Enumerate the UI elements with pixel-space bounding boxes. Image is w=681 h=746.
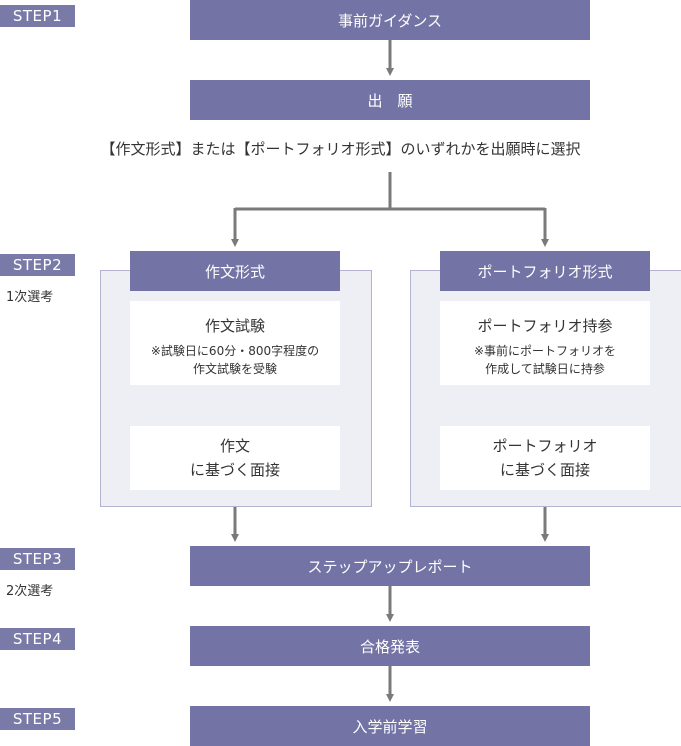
portfolio-header-label: ポートフォリオ形式 xyxy=(477,262,613,281)
essay-test-box: 作文試験 ※試験日に60分・800字程度の 作文試験を受験 xyxy=(130,301,340,385)
essay-test-title: 作文試験 xyxy=(204,317,265,335)
step3-badge: STEP3 xyxy=(0,548,75,570)
step2-subtitle: 1次選考 xyxy=(6,290,54,305)
portfolio-bring-title: ポートフォリオ持参 xyxy=(477,317,613,335)
essay-header: 作文形式 xyxy=(130,251,340,291)
report-box: ステップアップレポート xyxy=(190,546,590,586)
step2-badge: STEP2 xyxy=(0,254,75,276)
step4-badge: STEP4 xyxy=(0,628,75,650)
enrollment-box: 入学前学習 xyxy=(190,706,590,746)
selection-note: 【作文形式】または【ポートフォリオ形式】のいずれかを出願時に選択 xyxy=(100,140,581,158)
portfolio-bring-description: ※事前にポートフォリオを 作成して試験日に持参 xyxy=(473,344,617,376)
enrollment-label: 入学前学習 xyxy=(352,717,428,736)
portfolio-header: ポートフォリオ形式 xyxy=(440,251,650,291)
result-label: 合格発表 xyxy=(359,637,420,656)
guidance-box: 事前ガイダンス xyxy=(190,0,590,40)
application-box: 出 願 xyxy=(190,80,590,120)
essay-header-label: 作文形式 xyxy=(204,262,265,281)
step5-badge: STEP5 xyxy=(0,708,75,730)
portfolio-interview-label: ポートフォリオ に基づく面接 xyxy=(492,437,598,479)
essay-interview-label: 作文 に基づく面接 xyxy=(189,437,280,479)
essay-test-description: ※試験日に60分・800字程度の 作文試験を受験 xyxy=(150,344,320,376)
step1-badge: STEP1 xyxy=(0,5,75,27)
guidance-label: 事前ガイダンス xyxy=(337,11,443,30)
portfolio-bring-box: ポートフォリオ持参 ※事前にポートフォリオを 作成して試験日に持参 xyxy=(440,301,650,385)
application-label: 出 願 xyxy=(367,91,413,110)
result-box: 合格発表 xyxy=(190,626,590,666)
portfolio-interview-box: ポートフォリオ に基づく面接 xyxy=(440,426,650,490)
essay-interview-box: 作文 に基づく面接 xyxy=(130,426,340,490)
report-label: ステップアップレポート xyxy=(307,557,473,576)
step3-subtitle: 2次選考 xyxy=(6,584,54,599)
